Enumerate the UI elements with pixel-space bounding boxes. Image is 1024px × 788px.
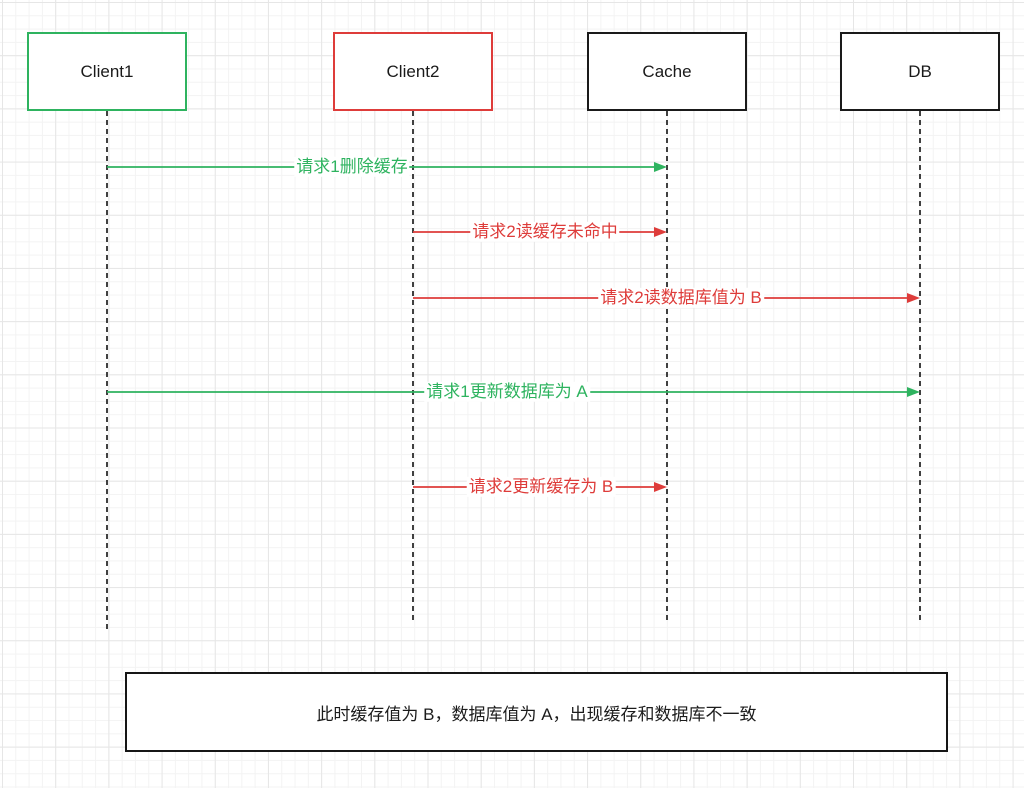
actor-label-db: DB [908, 61, 932, 81]
message-label-3[interactable]: 请求2读数据库值为 B [598, 287, 764, 309]
message-label-2[interactable]: 请求2读缓存未命中 [470, 221, 620, 243]
message-label-1[interactable]: 请求1删除缓存 [294, 156, 410, 178]
message-label-4[interactable]: 请求1更新数据库为 A [424, 381, 590, 403]
actor-box-client2[interactable]: Client2 [333, 32, 493, 111]
note-text: 此时缓存值为 B，数据库值为 A，出现缓存和数据库不一致 [316, 704, 757, 724]
actor-box-client1[interactable]: Client1 [27, 32, 187, 111]
actor-label-cache: Cache [642, 61, 692, 81]
message-label-5[interactable]: 请求2更新缓存为 B [466, 476, 616, 498]
actor-label-client2: Client2 [386, 61, 440, 81]
actor-label-client1: Client1 [80, 61, 134, 81]
note-box[interactable]: 此时缓存值为 B，数据库值为 A，出现缓存和数据库不一致 [125, 672, 948, 752]
actor-box-db[interactable]: DB [840, 32, 1000, 111]
actor-box-cache[interactable]: Cache [587, 32, 747, 111]
